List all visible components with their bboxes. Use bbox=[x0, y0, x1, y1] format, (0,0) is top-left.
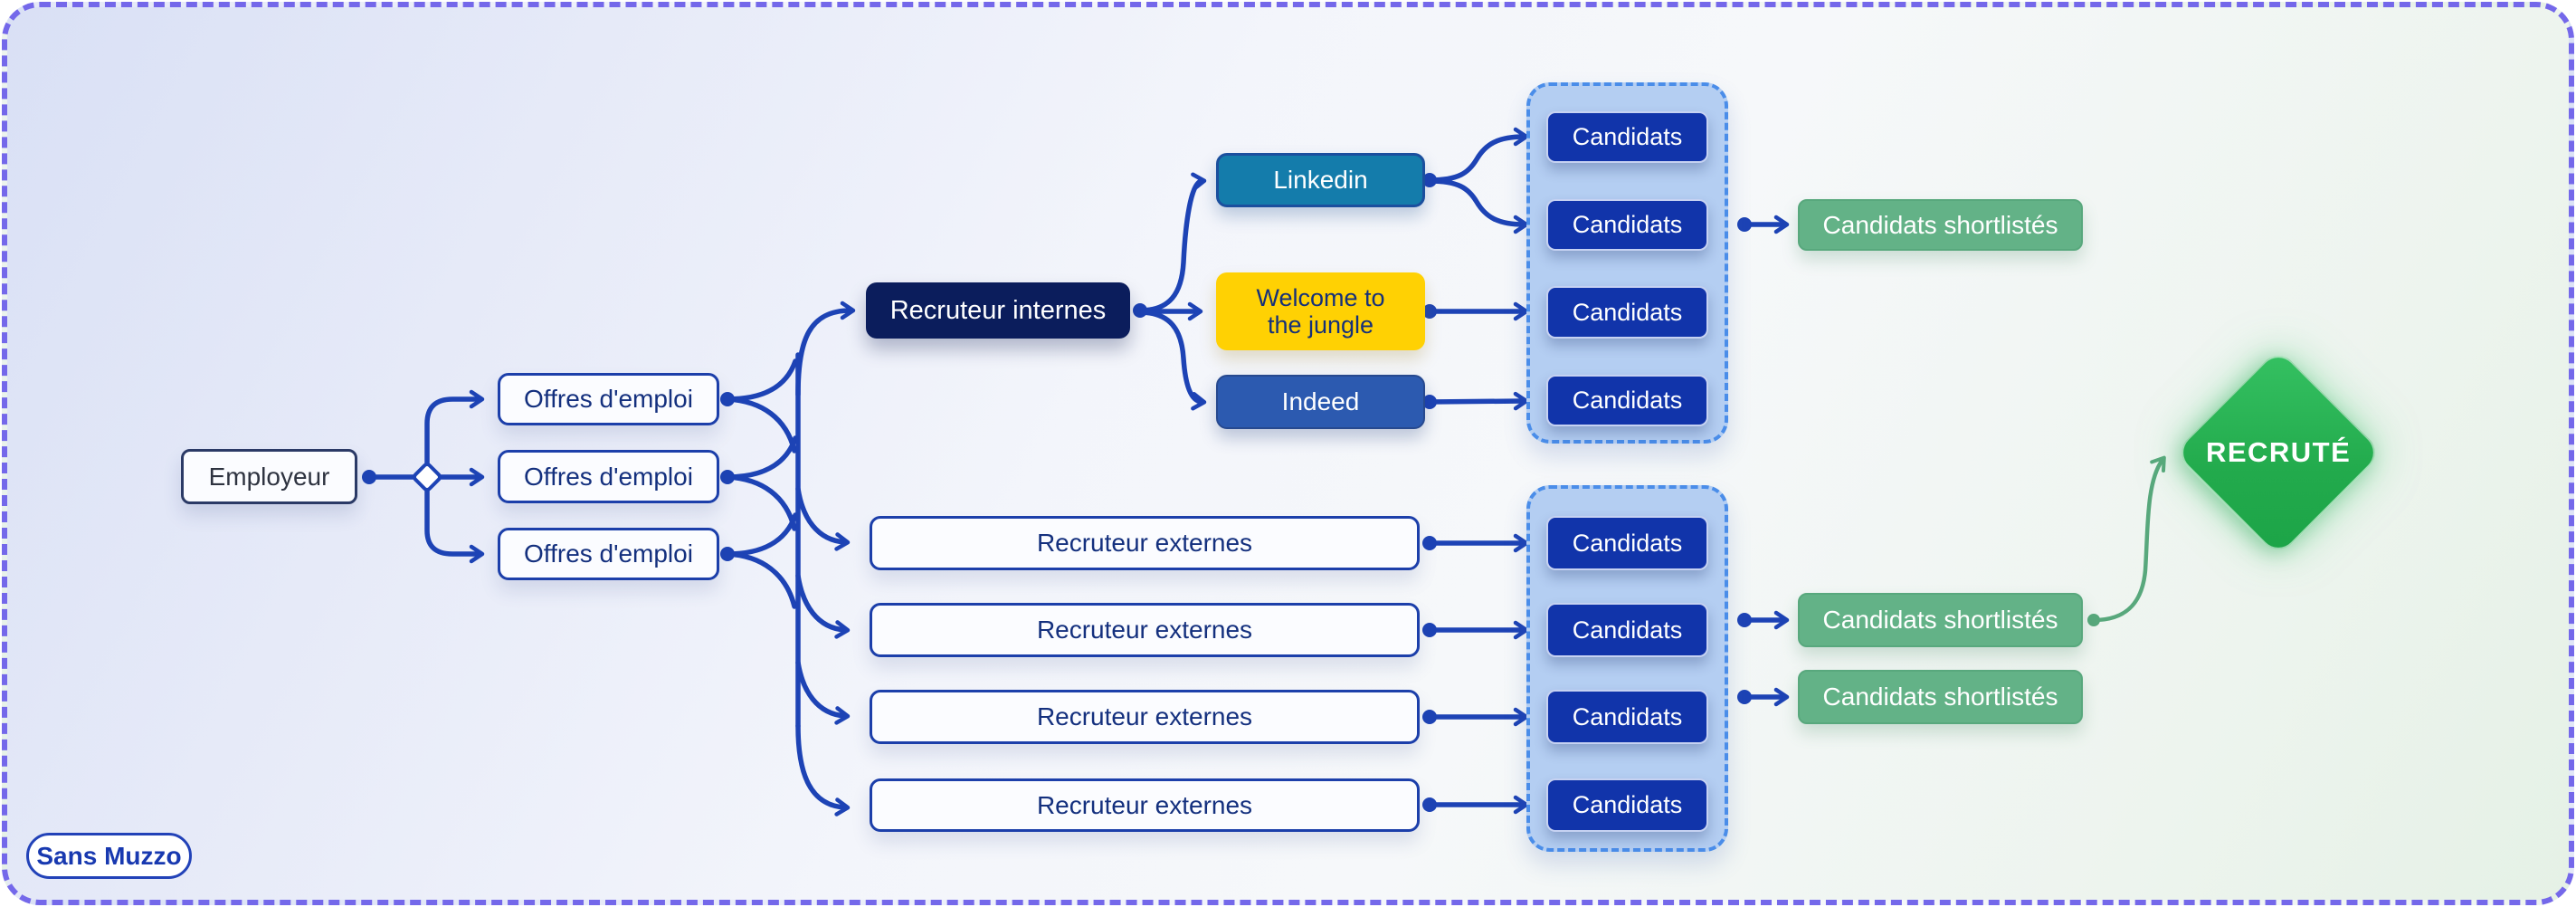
node-candidats-bottom-4: Candidats bbox=[1546, 778, 1708, 832]
recrute-label: RECRUTÉ bbox=[2205, 436, 2352, 468]
node-candidats-bottom-3: Candidats bbox=[1546, 690, 1708, 744]
node-candidats-shortlistes-top: Candidats shortlistés bbox=[1798, 199, 2083, 251]
node-candidats-top-1: Candidats bbox=[1546, 111, 1708, 163]
green-connector bbox=[2091, 455, 2166, 623]
node-candidats-top-3: Candidats bbox=[1546, 286, 1708, 339]
node-welcome-to-the-jungle: Welcome to the jungle bbox=[1216, 272, 1425, 350]
node-recruteur-externes-3: Recruteur externes bbox=[870, 690, 1420, 744]
node-candidats-top-4: Candidats bbox=[1546, 375, 1708, 426]
node-candidats-bottom-1: Candidats bbox=[1546, 516, 1708, 570]
connector-dots bbox=[362, 173, 1752, 812]
node-indeed: Indeed bbox=[1216, 375, 1425, 429]
node-employeur: Employeur bbox=[181, 449, 357, 504]
blue-connectors bbox=[366, 127, 1790, 816]
node-candidats-shortlistes-bottom-2: Candidats shortlistés bbox=[1798, 670, 2083, 724]
node-candidats-bottom-2: Candidats bbox=[1546, 603, 1708, 657]
node-candidats-shortlistes-bottom-1: Candidats shortlistés bbox=[1798, 593, 2083, 647]
node-offre-emploi-3: Offres d'emploi bbox=[498, 528, 719, 580]
node-recruteur-externes-2: Recruteur externes bbox=[870, 603, 1420, 657]
node-recruteur-externes-1: Recruteur externes bbox=[870, 516, 1420, 570]
node-candidats-top-2: Candidats bbox=[1546, 199, 1708, 251]
green-connector-dot bbox=[2087, 614, 2100, 626]
node-offre-emploi-1: Offres d'emploi bbox=[498, 373, 719, 425]
node-linkedin: Linkedin bbox=[1216, 153, 1425, 207]
sans-muzzo-badge: Sans Muzzo bbox=[26, 833, 192, 879]
node-recruteur-externes-4: Recruteur externes bbox=[870, 778, 1420, 832]
node-offre-emploi-2: Offres d'emploi bbox=[498, 450, 719, 503]
node-recruteur-internes: Recruteur internes bbox=[866, 282, 1130, 339]
branch-diamond-connector bbox=[413, 463, 442, 492]
